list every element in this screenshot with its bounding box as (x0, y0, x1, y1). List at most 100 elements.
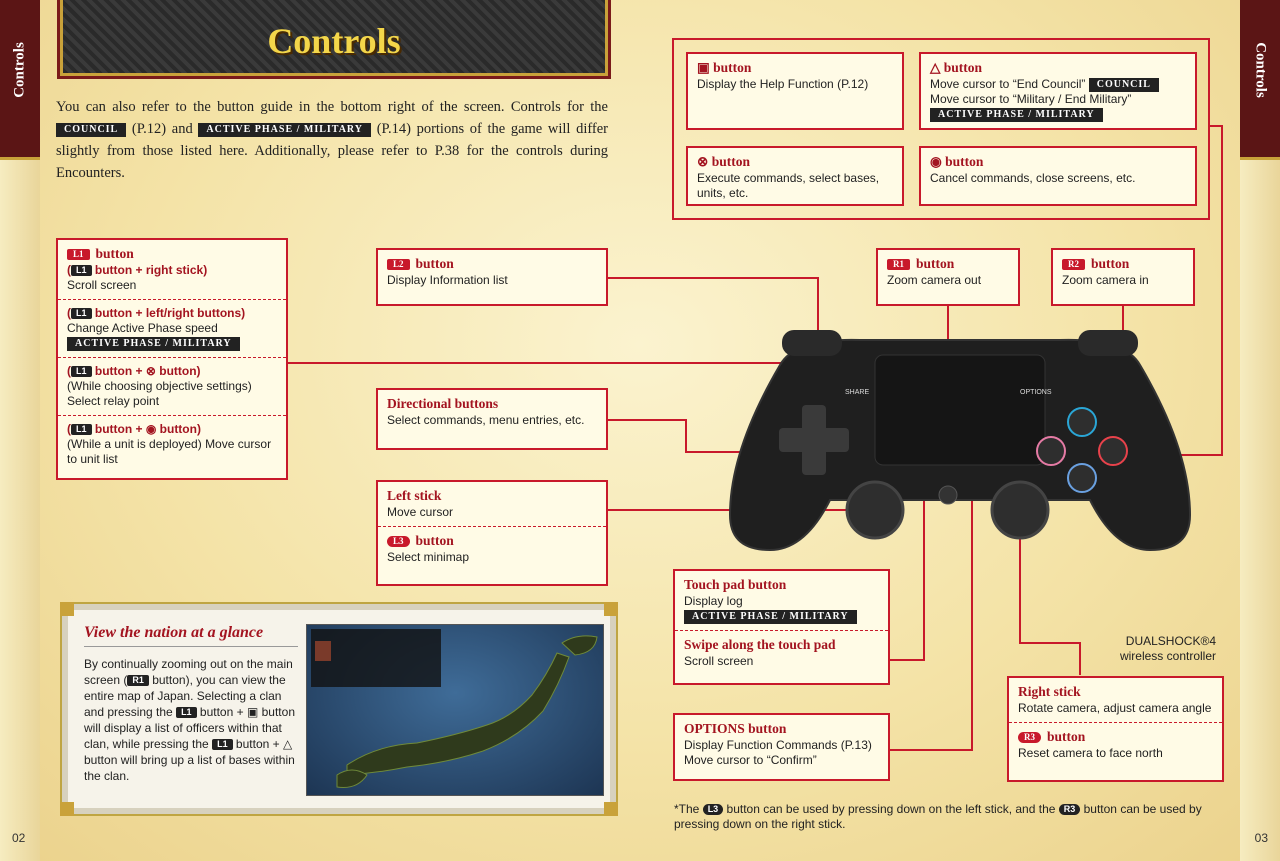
divider (58, 299, 286, 300)
options-box: OPTIONS button Display Function Commands… (673, 713, 890, 781)
triangle-council-tag: COUNCIL (1088, 77, 1159, 92)
footnote-c: button can be used by pressing down on t… (674, 802, 1202, 831)
l1-s4-desc: (While a unit is deployed) Move cursor t… (67, 437, 272, 466)
l1-s1-desc: Scroll screen (67, 278, 137, 292)
corner-ornament (60, 602, 74, 616)
triangle-button-icon (1067, 407, 1097, 437)
l1-active-tag: ACTIVE PHASE / MILITARY (67, 336, 240, 351)
l1-s2-desc: Change Active Phase speed (67, 321, 218, 335)
cross-desc: Execute commands, select bases, units, e… (697, 171, 880, 200)
triangle-desc1: Move cursor to “End Council” (930, 77, 1086, 91)
dpad-icon (779, 405, 849, 475)
page-number-right: 03 (1254, 831, 1268, 845)
corner-ornament (604, 602, 618, 616)
intro-part2: (P.12) and (131, 121, 193, 137)
corner-ornament (60, 802, 74, 816)
l1-s1-title: button + right stick) (94, 263, 208, 277)
touchpad-square-icon: ▣ (697, 60, 710, 75)
left-stick-title: Left stick (387, 488, 442, 503)
triangle-button-box: △ button Move cursor to “End Council” CO… (919, 52, 1197, 130)
japan-map-screenshot (306, 624, 604, 796)
controller-caption: DUALSHOCK®4 wireless controller (1080, 634, 1216, 664)
right-tab-label: Controls (1252, 42, 1269, 98)
triangle-title: button (943, 60, 983, 75)
l1-badge: L1 (67, 249, 90, 261)
touchpad-button-desc: Display the Help Function (P.12) (697, 77, 869, 91)
dpad-box: Directional buttons Select commands, men… (376, 388, 608, 450)
right-stick-desc: Rotate camera, adjust camera angle (1018, 701, 1212, 715)
nation-r1-badge: R1 (127, 675, 149, 687)
officer-portrait (315, 641, 331, 661)
dpad-desc: Select commands, menu entries, etc. (387, 413, 585, 427)
dpad-title: Directional buttons (387, 396, 499, 411)
footnote: *The L3 button can be used by pressing d… (674, 802, 1230, 832)
circle-button-box: ◉ button Cancel commands, close screens,… (919, 146, 1197, 206)
nation-text-c: button + ▣ button will display a list of… (84, 705, 295, 751)
cross-title: button (711, 154, 750, 169)
l1-badge-s1: L1 (71, 265, 92, 277)
footnote-b: button can be used by pressing down on t… (723, 802, 1059, 816)
r2-title: button (1091, 256, 1130, 271)
options-title: OPTIONS button (684, 721, 787, 736)
l1-badge-s4: L1 (71, 424, 92, 436)
touch-pad-desc: Display log (684, 594, 743, 608)
corner-ornament (604, 802, 618, 816)
divider (675, 630, 888, 631)
right-stick-box: Right stick Rotate camera, adjust camera… (1007, 676, 1224, 782)
page-title: Controls (267, 21, 401, 61)
left-stick-icon (845, 480, 905, 540)
ps-button-icon (938, 485, 958, 505)
triangle-active-tag: ACTIVE PHASE / MILITARY (930, 107, 1103, 122)
r1-badge: R1 (887, 259, 910, 271)
right-stick-title: Right stick (1018, 684, 1081, 699)
page-number-left: 02 (12, 831, 26, 845)
l3-title: button (415, 533, 454, 548)
r3-desc: Reset camera to face north (1018, 746, 1163, 760)
footnote-l3-badge: L3 (702, 804, 724, 816)
r2-button-box: R2 button Zoom camera in (1051, 248, 1195, 306)
controller-model: DUALSHOCK®4 (1125, 634, 1216, 648)
circle-title: button (945, 154, 984, 169)
share-label: SHARE (845, 389, 869, 396)
l2-badge: L2 (387, 259, 410, 271)
square-button-icon (1036, 436, 1066, 466)
l1-badge-s3: L1 (71, 366, 92, 378)
l1-badge-s2: L1 (71, 308, 92, 320)
nation-info-panel: View the nation at a glance By continual… (60, 602, 618, 816)
circle-desc: Cancel commands, close screens, etc. (930, 171, 1136, 185)
r1-shoulder (1078, 330, 1138, 356)
nation-text-b: button), you can view the entire map of … (84, 673, 286, 719)
controller-type: wireless controller (1119, 649, 1216, 663)
title-banner: Controls (60, 0, 608, 76)
r1-title: button (916, 256, 955, 271)
divider (58, 357, 286, 358)
intro-text: You can also refer to the button guide i… (56, 96, 608, 184)
divider (378, 526, 606, 527)
nation-text: By continually zooming out on the main s… (84, 656, 298, 784)
cross-icon: ⊗ (697, 154, 709, 169)
divider (1009, 722, 1222, 723)
council-tag: COUNCIL (56, 122, 127, 137)
cross-button-box: ⊗ button Execute commands, select bases,… (686, 146, 904, 206)
r2-desc: Zoom camera in (1062, 273, 1149, 287)
r2-badge: R2 (1062, 259, 1085, 271)
footnote-a: *The (674, 802, 703, 816)
left-side-tab: Controls (0, 0, 40, 160)
left-margin: Controls 02 (0, 0, 40, 861)
nation-l1-badge-a: L1 (176, 707, 197, 719)
controller-illustration: SHARE OPTIONS (728, 330, 1192, 552)
divider (58, 415, 286, 416)
swipe-desc: Scroll screen (684, 654, 754, 668)
clan-info-window (311, 629, 441, 687)
face-buttons-panel (672, 38, 1210, 220)
touch-pad-active-tag: ACTIVE PHASE / MILITARY (684, 609, 857, 624)
circle-icon: ◉ (930, 154, 942, 169)
touch-pad (874, 354, 1046, 466)
right-margin: Controls 03 (1240, 0, 1280, 861)
touchpad-help-box: ▣ button Display the Help Function (P.12… (686, 52, 904, 130)
right-stick-icon (990, 480, 1050, 540)
options-desc2: Move cursor to “Confirm” (684, 753, 817, 767)
swipe-title: Swipe along the touch pad (684, 637, 836, 652)
l2-title: button (415, 256, 454, 271)
